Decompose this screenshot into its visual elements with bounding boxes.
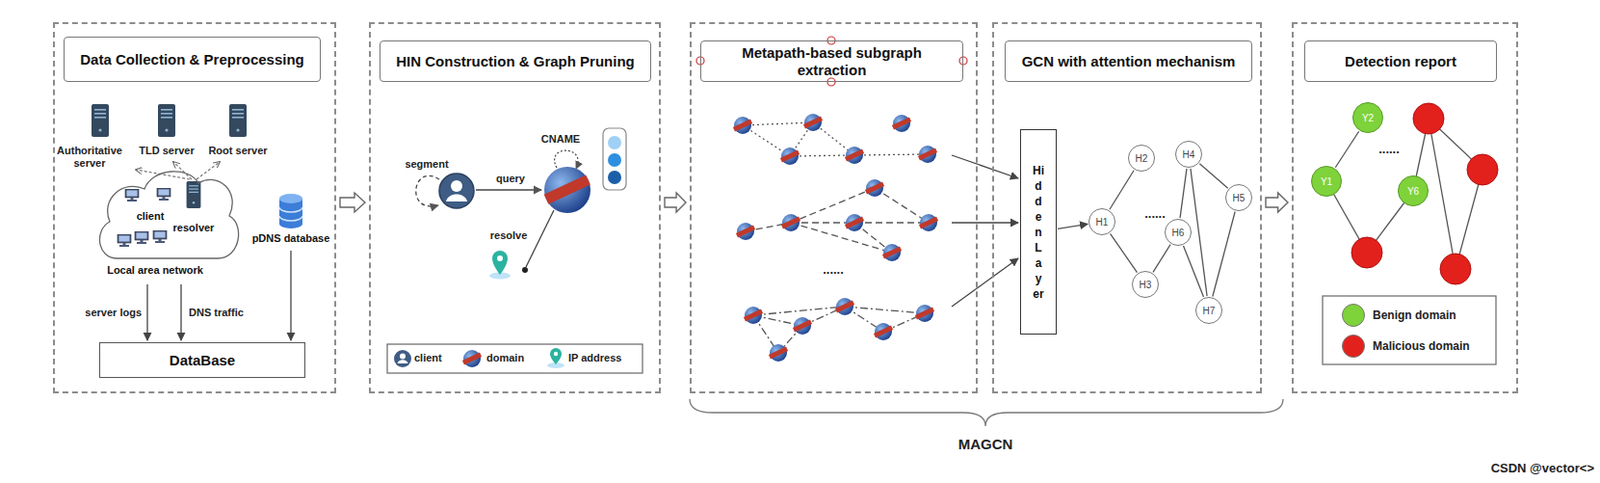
graph-edge <box>1109 170 1134 210</box>
node-text: H7 <box>1203 305 1216 316</box>
graph-edge <box>1335 131 1359 168</box>
edge-label: DNS traffic <box>188 306 244 318</box>
panel-title-text: GCN with attention mechanism <box>1022 52 1236 71</box>
box-text: DataBase <box>169 351 236 368</box>
graph-edge <box>1190 168 1207 296</box>
annotation: CSDN @vector<> <box>1491 460 1595 475</box>
database-icon: pDNS database <box>244 192 338 249</box>
node-text: H2 <box>1135 153 1149 164</box>
panel-title-text: Metapath-based subgraph extraction <box>708 44 955 79</box>
flow-arrow <box>180 284 182 341</box>
annotation: Root server <box>208 144 267 157</box>
graph-edge <box>1110 233 1138 272</box>
legend-text: domain <box>486 351 525 364</box>
hidden-layer-box: Hidden Layer <box>1020 129 1057 335</box>
annotation: CNAME <box>541 132 580 145</box>
node-text: Y1 <box>1320 176 1333 187</box>
graph-node: H1 <box>1088 208 1116 236</box>
legend-icon <box>460 346 484 370</box>
panel-title-text: Data Collection & Preprocessing <box>79 51 305 69</box>
stage-panel: Detection reportY2Y1Y6 <box>1291 22 1519 394</box>
annotation: ...... <box>822 262 844 277</box>
stage-panel: Metapath-based subgraph extraction <box>689 22 978 394</box>
cloud-outline <box>94 161 243 263</box>
legend-icon <box>544 346 568 370</box>
flow-arrow <box>146 284 148 341</box>
stage-arrow <box>340 192 366 212</box>
stage-arrow <box>664 192 686 212</box>
graph-node: Y1 <box>1311 165 1342 197</box>
graph-node: H4 <box>1175 140 1203 168</box>
process-box: DataBase <box>99 341 306 378</box>
network-cloud: client resolverLocal area network <box>94 161 243 283</box>
graph-node: H7 <box>1195 296 1223 324</box>
annotation: query <box>496 172 525 184</box>
stage-panel: HIN Construction & Graph Pruning <box>368 22 661 394</box>
stage-panel: Data Collection & Preprocessing client res… <box>52 22 337 394</box>
node-text: H4 <box>1182 149 1196 160</box>
graph-node: H6 <box>1164 218 1192 246</box>
merge-arrows <box>951 155 1019 307</box>
graph-edge <box>1057 223 1088 229</box>
graph-node: H2 <box>1127 144 1155 172</box>
graph-edge <box>1199 163 1228 188</box>
graph-node: Y2 <box>1352 102 1384 133</box>
stage-panel: GCN with attention mechanismHidden Layer… <box>992 22 1262 394</box>
panel-title: GCN with attention mechanism <box>1004 40 1253 82</box>
legend-text: client <box>414 351 443 364</box>
cloud-text: resolver <box>173 221 215 234</box>
node-text: Y2 <box>1362 112 1374 124</box>
edge-label: server logs <box>84 306 142 318</box>
graph-edge <box>1183 245 1205 297</box>
graph-edge <box>1212 210 1235 296</box>
flow-arrow <box>289 250 291 341</box>
node-text: H5 <box>1232 192 1246 204</box>
caption-text: Local area network <box>106 263 204 276</box>
stage-arrow <box>1265 192 1288 212</box>
panel-title-text: Detection report <box>1344 52 1457 71</box>
graph-node: Y6 <box>1397 175 1429 207</box>
annotation: segment <box>404 157 448 170</box>
node-text: H3 <box>1139 279 1153 290</box>
panel-title: Metapath-based subgraph extraction <box>700 40 964 82</box>
legend-icon <box>391 346 415 370</box>
annotation: ...... <box>1378 141 1400 157</box>
graph-node: H5 <box>1225 183 1253 211</box>
legend-text: Benign domain <box>1372 308 1457 322</box>
panel-title-text: HIN Construction & Graph Pruning <box>395 52 635 71</box>
vertical-text: Hidden Layer <box>1032 162 1045 302</box>
graph-edge <box>1153 244 1171 273</box>
panel-title: Data Collection & Preprocessing <box>63 36 321 82</box>
graph-edge <box>1180 168 1187 218</box>
graph-node: H3 <box>1131 270 1159 298</box>
panel-title: Detection report <box>1304 40 1497 82</box>
node-text: Y6 <box>1407 185 1419 197</box>
icon-label: pDNS database <box>244 232 338 244</box>
legend-swatch <box>1341 303 1365 327</box>
node-text: H1 <box>1096 216 1109 228</box>
node-text: H6 <box>1172 227 1185 238</box>
legend-text: Malicious domain <box>1372 339 1470 353</box>
cloud-text: client <box>136 209 165 222</box>
legend-swatch <box>1341 334 1365 358</box>
annotation: Authoritative server <box>51 144 129 170</box>
annotation: ...... <box>1144 206 1166 221</box>
annotation: resolve <box>490 229 528 241</box>
panel-title: HIN Construction & Graph Pruning <box>379 40 652 82</box>
legend-text: IP address <box>568 351 622 364</box>
annotation: MAGCN <box>958 435 1014 452</box>
annotation: TLD server <box>138 144 194 157</box>
